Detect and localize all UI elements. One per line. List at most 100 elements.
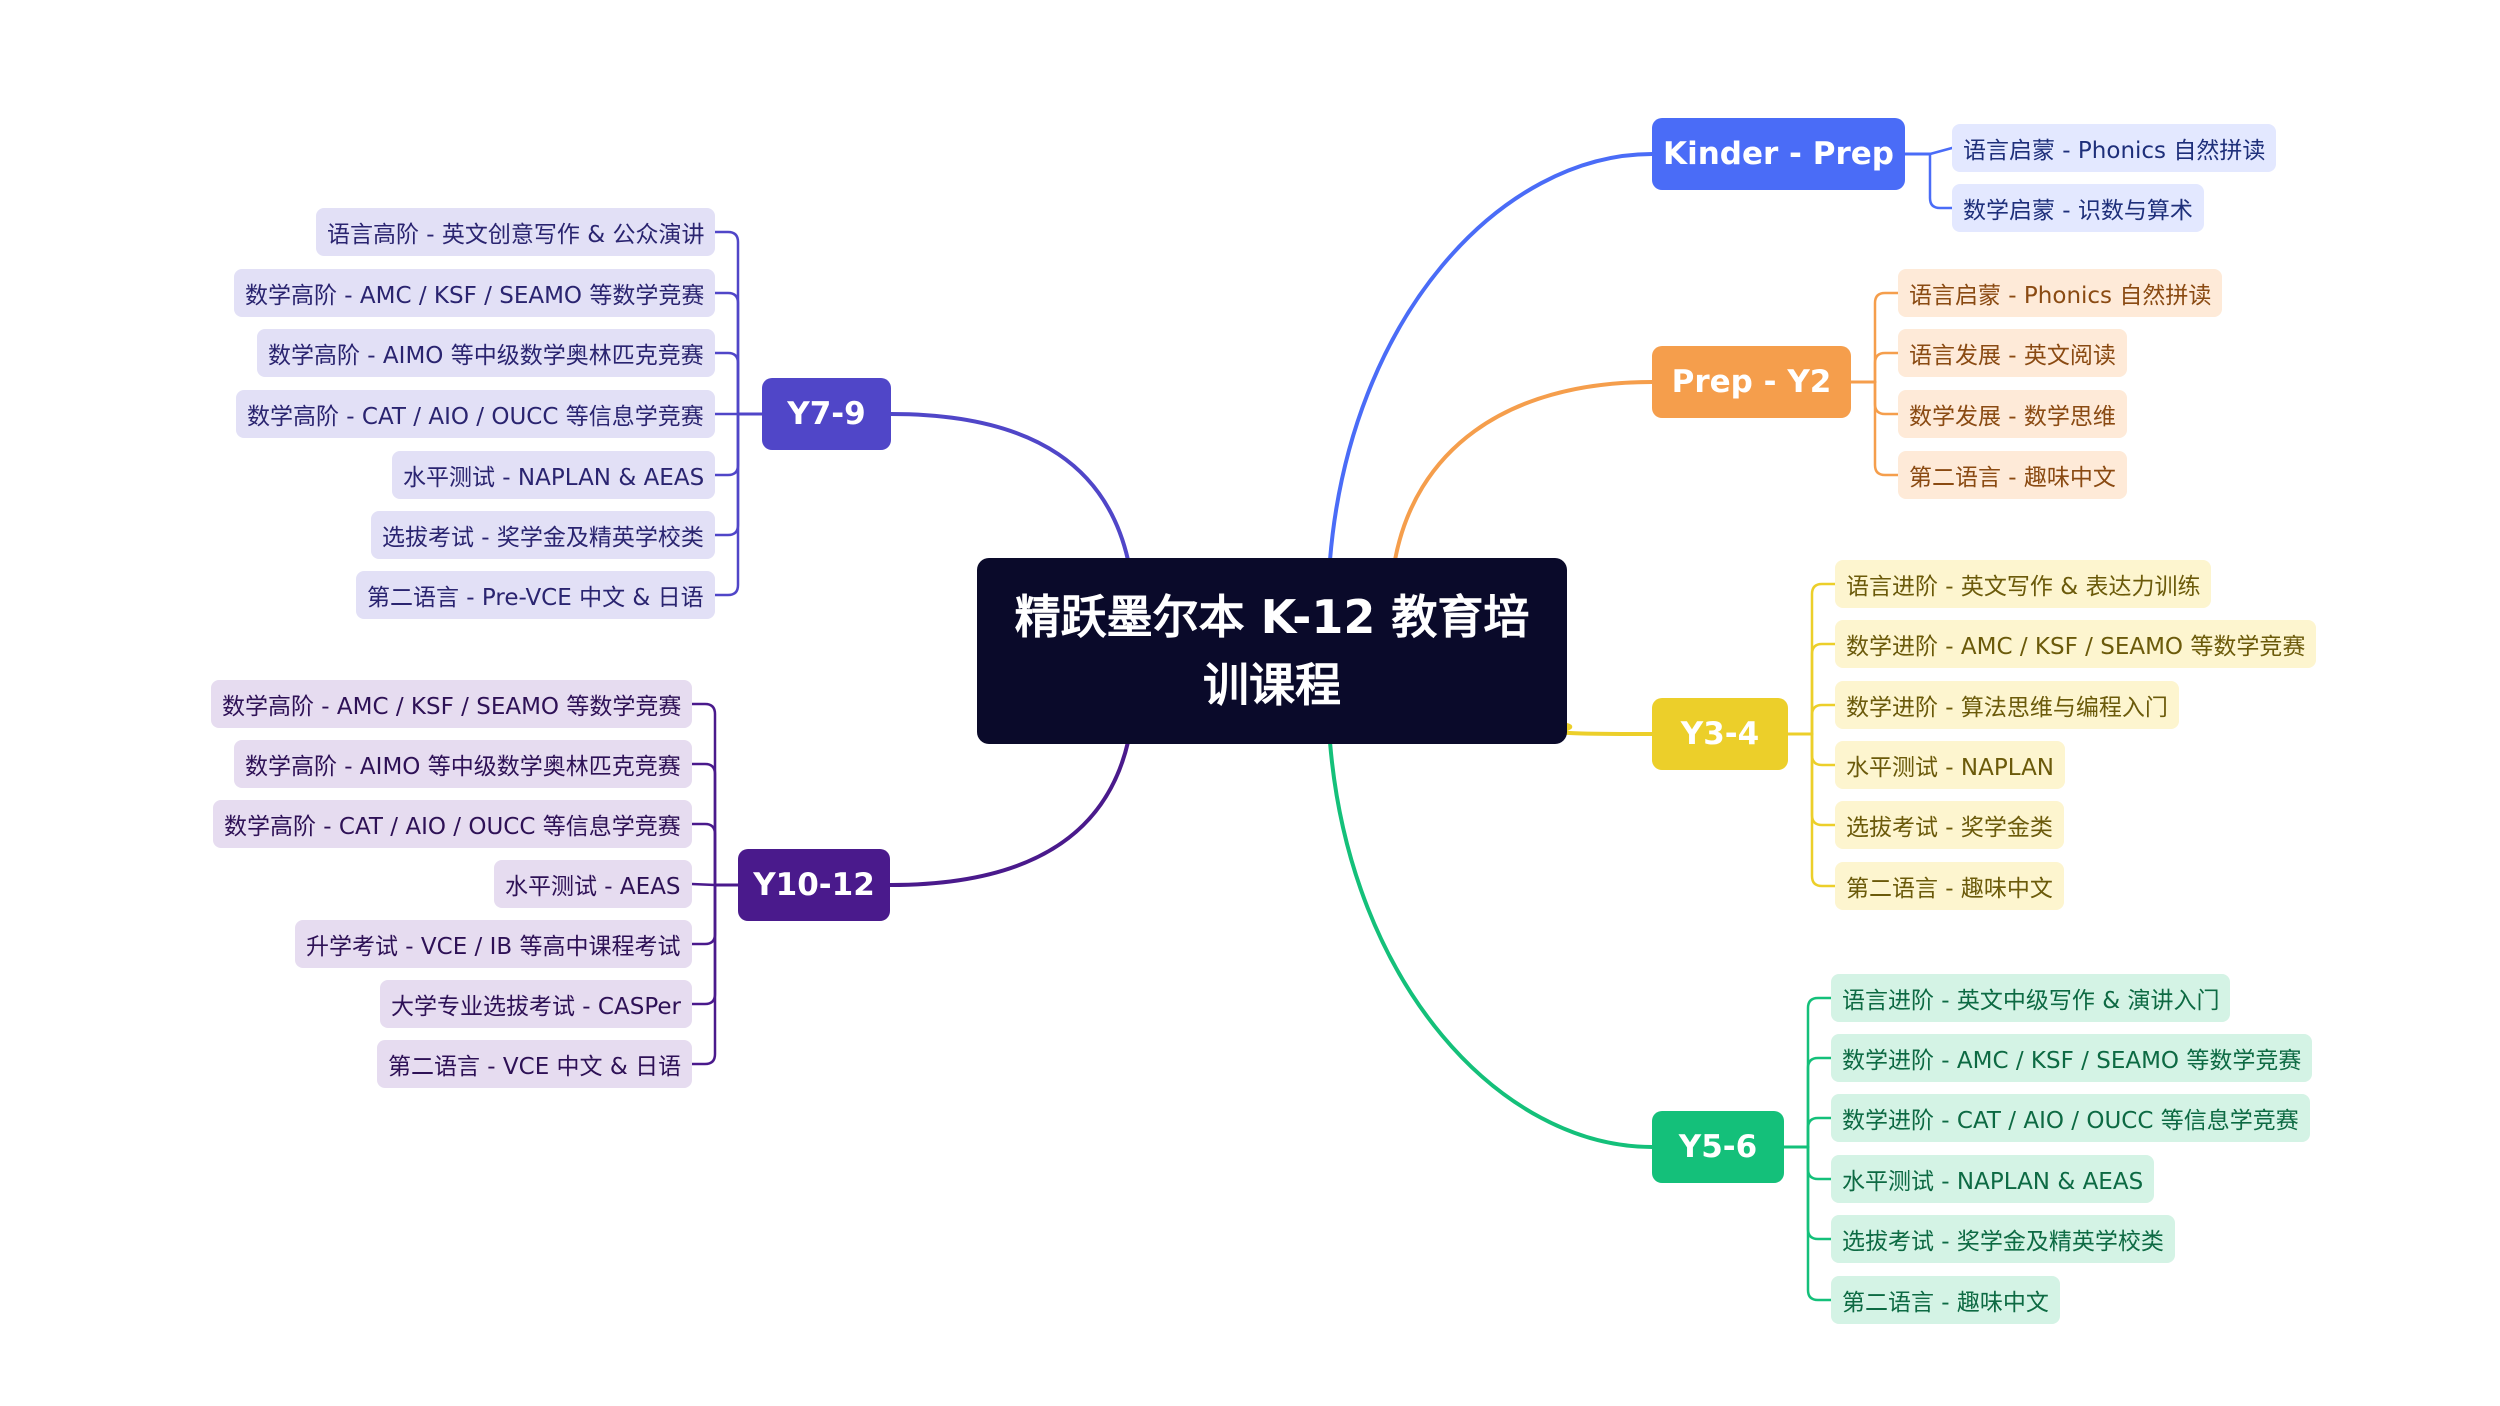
leaf-label: 数学进阶 - CAT / AIO / OUCC 等信息学竞赛: [1842, 1108, 2299, 1134]
connector-leaf-y10-12: [690, 762, 717, 887]
branch-label: Y3-4: [1680, 716, 1760, 752]
leaf-label: 数学发展 - 数学思维: [1909, 404, 2116, 430]
leaf-label: 数学高阶 - CAT / AIO / OUCC 等信息学竞赛: [247, 404, 704, 430]
leaf-node[interactable]: 语言启蒙 - Phonics 自然拼读: [1952, 124, 2277, 172]
connector-leaf-y7-9: [713, 351, 740, 416]
leaf-node[interactable]: 数学启蒙 - 识数与算术: [1952, 184, 2204, 232]
leaf-node[interactable]: 语言进阶 - 英文写作 & 表达力训练: [1835, 560, 2212, 608]
branch-node-y3-4[interactable]: Y3-4: [1652, 698, 1788, 770]
connector-root-y3-4: [1558, 723, 1654, 736]
branch-node-y7-9[interactable]: Y7-9: [762, 378, 891, 450]
leaf-label: 选拔考试 - 奖学金及精英学校类: [382, 525, 704, 551]
leaf-label: 数学进阶 - 算法思维与编程入门: [1846, 695, 2168, 721]
leaf-node[interactable]: 升学考试 - VCE / IB 等高中课程考试: [295, 920, 692, 968]
leaf-node[interactable]: 数学高阶 - AMC / KSF / SEAMO 等数学竞赛: [234, 269, 716, 317]
connector-leaf-y3-4: [1810, 703, 1837, 736]
connector-root-y7-9: [889, 412, 1130, 562]
leaf-label: 水平测试 - NAPLAN & AEAS: [403, 465, 705, 491]
connector-leaf-y5-6: [1806, 1116, 1833, 1149]
connector-leaf-kinder: [1928, 146, 1954, 156]
leaf-node[interactable]: 第二语言 - Pre-VCE 中文 & 日语: [356, 571, 715, 619]
connector-leaf-y10-12: [690, 883, 717, 1066]
leaf-label: 第二语言 - VCE 中文 & 日语: [388, 1054, 682, 1080]
leaf-node[interactable]: 数学进阶 - CAT / AIO / OUCC 等信息学竞赛: [1831, 1094, 2310, 1142]
leaf-label: 选拔考试 - 奖学金类: [1846, 815, 2053, 841]
connector-leaf-y7-9: [713, 412, 740, 477]
connector-leaf-y5-6: [1806, 1145, 1833, 1302]
root-node[interactable]: 精跃墨尔本 K-12 教育培训课程: [977, 558, 1567, 744]
connector-leaf-y10-12: [690, 882, 717, 887]
connector-root-y10-12: [888, 740, 1130, 887]
connector-leaf-y10-12: [690, 822, 717, 887]
connector-leaf-kinder: [1928, 152, 1954, 210]
leaf-label: 第二语言 - Pre-VCE 中文 & 日语: [367, 585, 704, 611]
branch-node-prep-y2[interactable]: Prep - Y2: [1652, 346, 1851, 418]
leaf-node[interactable]: 数学高阶 - AIMO 等中级数学奥林匹克竞赛: [257, 329, 715, 377]
leaf-node[interactable]: 大学专业选拔考试 - CASPer: [380, 980, 692, 1028]
connector-leaf-y10-12: [690, 702, 717, 887]
connector-leaf-y7-9: [713, 412, 740, 597]
leaf-label: 选拔考试 - 奖学金及精英学校类: [1842, 1229, 2164, 1255]
branch-node-kinder[interactable]: Kinder - Prep: [1652, 118, 1905, 190]
leaf-node[interactable]: 水平测试 - NAPLAN & AEAS: [1831, 1155, 2155, 1203]
leaf-label: 语言发展 - 英文阅读: [1909, 343, 2116, 369]
leaf-node[interactable]: 第二语言 - 趣味中文: [1898, 451, 2127, 499]
leaf-node[interactable]: 水平测试 - NAPLAN & AEAS: [392, 451, 716, 499]
connector-leaf-y3-4: [1810, 732, 1837, 827]
leaf-node[interactable]: 语言进阶 - 英文中级写作 & 演讲入门: [1831, 974, 2231, 1022]
branch-label: Y7-9: [787, 396, 866, 432]
connector-leaf-prep-y2: [1873, 291, 1900, 384]
branch-label: Prep - Y2: [1671, 364, 1832, 400]
connector-leaf-prep-y2: [1873, 380, 1900, 477]
leaf-label: 语言启蒙 - Phonics 自然拼读: [1963, 138, 2266, 164]
leaf-label: 第二语言 - 趣味中文: [1846, 876, 2053, 902]
leaf-node[interactable]: 选拔考试 - 奖学金类: [1835, 801, 2064, 849]
connector-root-kinder: [1328, 152, 1654, 562]
leaf-node[interactable]: 数学进阶 - AMC / KSF / SEAMO 等数学竞赛: [1835, 620, 2317, 668]
connector-root-prep-y2: [1393, 380, 1654, 562]
leaf-node[interactable]: 第二语言 - 趣味中文: [1835, 862, 2064, 910]
leaf-label: 水平测试 - AEAS: [505, 874, 681, 900]
branch-node-y10-12[interactable]: Y10-12: [738, 849, 890, 921]
leaf-node[interactable]: 水平测试 - NAPLAN: [1835, 741, 2066, 789]
leaf-label: 第二语言 - 趣味中文: [1909, 465, 2116, 491]
leaf-label: 语言高阶 - 英文创意写作 & 公众演讲: [327, 222, 705, 248]
branch-label: Y5-6: [1678, 1129, 1758, 1165]
leaf-label: 数学进阶 - AMC / KSF / SEAMO 等数学竞赛: [1842, 1048, 2302, 1074]
branch-node-y5-6[interactable]: Y5-6: [1652, 1111, 1784, 1183]
connector-leaf-y5-6: [1806, 1145, 1833, 1181]
leaf-node[interactable]: 语言高阶 - 英文创意写作 & 公众演讲: [316, 208, 716, 256]
leaf-node[interactable]: 数学进阶 - 算法思维与编程入门: [1835, 681, 2179, 729]
connector-leaf-y7-9: [713, 230, 740, 416]
leaf-label: 数学高阶 - AIMO 等中级数学奥林匹克竞赛: [245, 754, 681, 780]
connector-leaf-y5-6: [1806, 1056, 1833, 1149]
connector-leaf-y3-4: [1810, 732, 1837, 767]
connector-leaf-y3-4: [1810, 732, 1837, 888]
leaf-node[interactable]: 选拔考试 - 奖学金及精英学校类: [371, 511, 715, 559]
leaf-node[interactable]: 数学高阶 - CAT / AIO / OUCC 等信息学竞赛: [236, 390, 715, 438]
connector-leaf-y7-9: [713, 291, 740, 416]
leaf-node[interactable]: 水平测试 - AEAS: [494, 860, 692, 908]
leaf-node[interactable]: 语言发展 - 英文阅读: [1898, 329, 2127, 377]
leaf-node[interactable]: 选拔考试 - 奖学金及精英学校类: [1831, 1215, 2175, 1263]
leaf-node[interactable]: 语言启蒙 - Phonics 自然拼读: [1898, 269, 2223, 317]
leaf-node[interactable]: 数学高阶 - AIMO 等中级数学奥林匹克竞赛: [234, 740, 692, 788]
connector-leaf-y3-4: [1810, 642, 1837, 736]
leaf-label: 数学进阶 - AMC / KSF / SEAMO 等数学竞赛: [1846, 634, 2306, 660]
connector-root-y5-6: [1328, 740, 1654, 1149]
leaf-node[interactable]: 第二语言 - VCE 中文 & 日语: [377, 1040, 693, 1088]
leaf-node[interactable]: 数学发展 - 数学思维: [1898, 390, 2127, 438]
leaf-node[interactable]: 数学高阶 - AMC / KSF / SEAMO 等数学竞赛: [211, 680, 693, 728]
leaf-node[interactable]: 第二语言 - 趣味中文: [1831, 1276, 2060, 1324]
leaf-node[interactable]: 数学高阶 - CAT / AIO / OUCC 等信息学竞赛: [213, 800, 692, 848]
connector-leaf-prep-y2: [1873, 380, 1900, 416]
leaf-label: 数学高阶 - AMC / KSF / SEAMO 等数学竞赛: [222, 694, 682, 720]
connector-leaf-prep-y2: [1873, 351, 1900, 384]
connector-leaf-y5-6: [1806, 996, 1833, 1149]
leaf-node[interactable]: 数学进阶 - AMC / KSF / SEAMO 等数学竞赛: [1831, 1034, 2313, 1082]
leaf-label: 语言进阶 - 英文写作 & 表达力训练: [1846, 574, 2201, 600]
leaf-label: 语言启蒙 - Phonics 自然拼读: [1909, 283, 2212, 309]
branch-label: Y10-12: [753, 867, 875, 903]
